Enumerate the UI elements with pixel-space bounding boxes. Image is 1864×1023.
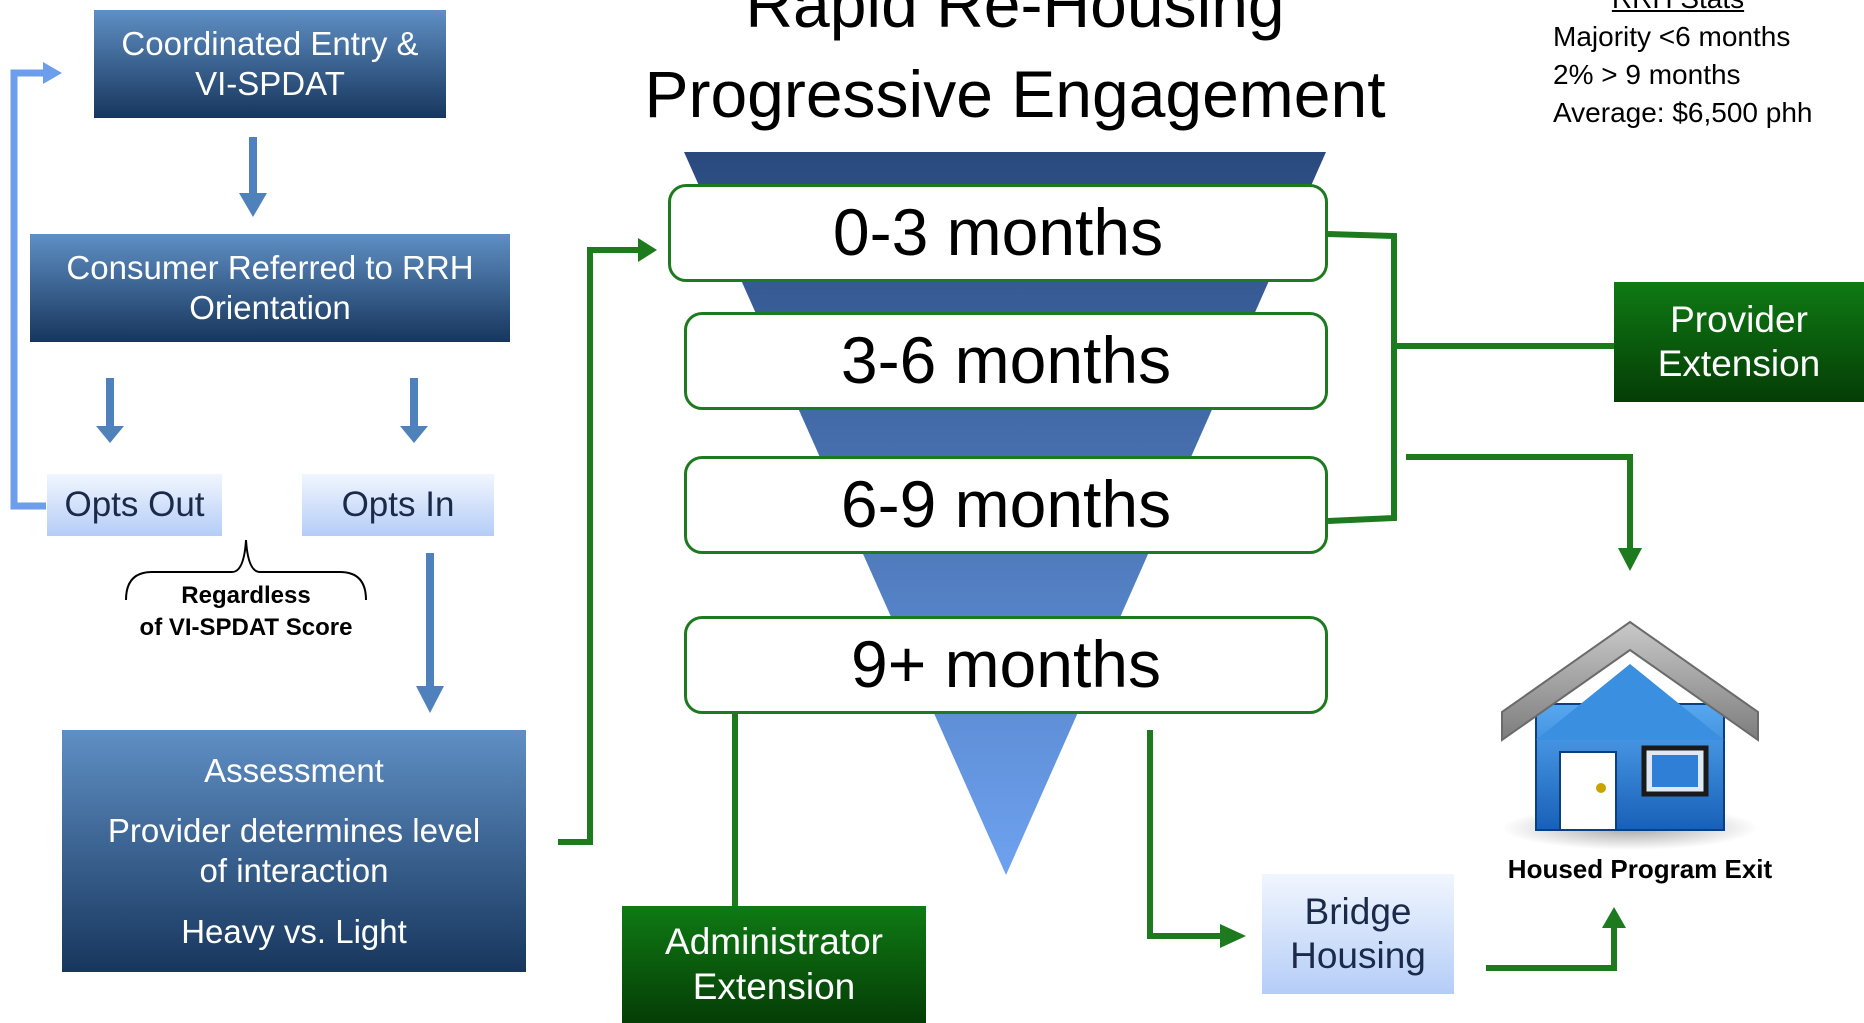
stage-0-3-months: 0-3 months	[668, 184, 1328, 282]
provider-extension-box: Provider Extension	[1614, 282, 1864, 402]
flow-arrows	[96, 137, 444, 713]
score-brace	[125, 539, 367, 601]
rrh-stat-line: 2% > 9 months	[1553, 59, 1741, 90]
coordinated-entry-box: Coordinated Entry & VI-SPDAT	[94, 10, 446, 118]
consumer-referred-box: Consumer Referred to RRH Orientation	[30, 234, 510, 342]
green-arrows	[558, 231, 1633, 971]
administrator-extension-box: Administrator Extension	[622, 906, 926, 1023]
assessment-detail: Provider determines level of interaction	[107, 812, 481, 889]
housed-program-exit-label: Housed Program Exit	[1507, 854, 1773, 884]
opts-out-box: Opts Out	[47, 474, 222, 536]
assessment-heading: Assessment	[204, 751, 384, 789]
vi-spdat-note: Regardless of VI-SPDAT Score	[139, 582, 353, 641]
title-line-2: Progressive Engagement	[644, 56, 1386, 131]
assessment-box: Assessment Provider determines level of …	[62, 730, 526, 972]
rrh-stats: RRH Stats Majority <6 months 2% > 9 mont…	[1553, 0, 1812, 132]
green-arrowheads	[638, 238, 1642, 948]
title-line-1: Rapid Re-Housing	[745, 0, 1285, 41]
stage-6-9-months: 6-9 months	[684, 456, 1328, 554]
opt-out-loop-arrow	[10, 69, 46, 510]
stage-3-6-months: 3-6 months	[684, 312, 1328, 410]
diagram-title: Rapid Re-Housing Progressive Engagement	[590, 0, 1440, 140]
assessment-intensity: Heavy vs. Light	[181, 912, 407, 950]
house-icon	[1501, 620, 1759, 850]
opts-in-box: Opts In	[302, 474, 494, 536]
opt-out-loop-head	[43, 62, 62, 84]
rrh-stat-line: Average: $6,500 phh	[1553, 97, 1813, 128]
rrh-stats-heading: RRH Stats	[1553, 0, 1803, 18]
bridge-housing-box: Bridge Housing	[1262, 874, 1454, 994]
rrh-stat-line: Majority <6 months	[1553, 21, 1791, 52]
stage-9-plus-months: 9+ months	[684, 616, 1328, 714]
